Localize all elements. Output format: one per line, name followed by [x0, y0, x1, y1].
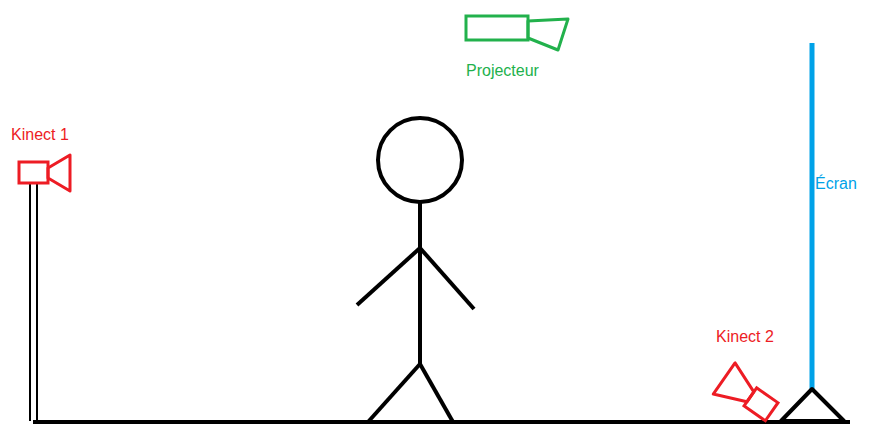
person-body	[418, 202, 422, 366]
screen-tripod	[781, 389, 844, 421]
camera-lens	[48, 155, 70, 191]
person-arm	[420, 248, 474, 309]
camera-lens	[713, 363, 761, 412]
screen-line	[810, 43, 815, 389]
camera-body	[19, 162, 48, 183]
tilted-camera	[713, 363, 782, 426]
stand-pole	[29, 184, 31, 421]
projector-body	[466, 16, 528, 40]
projector-lens	[528, 19, 568, 50]
person-leg	[420, 364, 453, 422]
camera-label: Kinect 2	[716, 327, 774, 347]
floor-line	[33, 420, 850, 424]
camera-label: Kinect 1	[11, 125, 69, 145]
camera-body	[744, 388, 778, 421]
person-arm	[357, 248, 420, 305]
projector-label: Projecteur	[466, 61, 539, 81]
stand-pole	[36, 184, 38, 421]
person-leg	[368, 364, 420, 422]
person-head	[378, 118, 462, 202]
screen-label: Écran	[815, 174, 857, 194]
